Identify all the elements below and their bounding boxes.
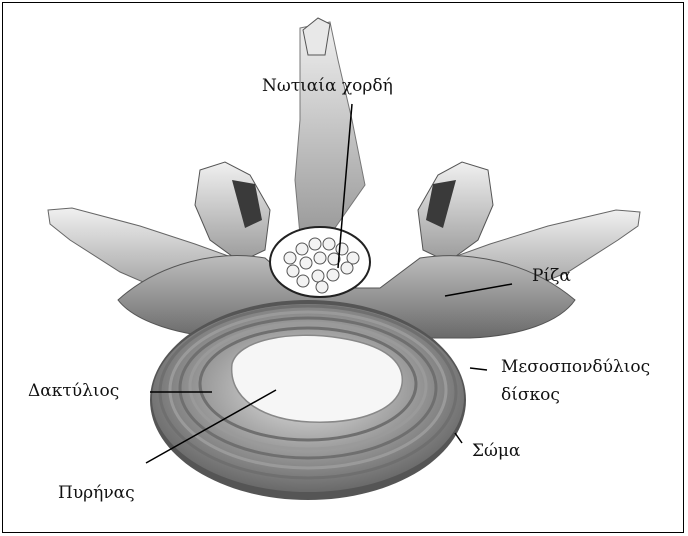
- leader-body: [455, 433, 462, 443]
- label-spinal-cord: Νωτιαία χορδή: [262, 75, 393, 97]
- spinous-process-tip: [303, 18, 330, 55]
- label-nucleus: Πυρήνας: [58, 482, 135, 504]
- label-disc-line1: Μεσοσπονδύλιος: [501, 356, 650, 378]
- leader-disc: [470, 368, 487, 370]
- label-body: Σώμα: [472, 440, 520, 462]
- label-root: Ρίζα: [532, 265, 571, 287]
- spinous-process: [295, 22, 365, 235]
- label-annulus: Δακτύλιος: [28, 380, 119, 402]
- label-disc-line2: δίσκος: [501, 384, 560, 406]
- nucleus-pulposus: [232, 335, 403, 422]
